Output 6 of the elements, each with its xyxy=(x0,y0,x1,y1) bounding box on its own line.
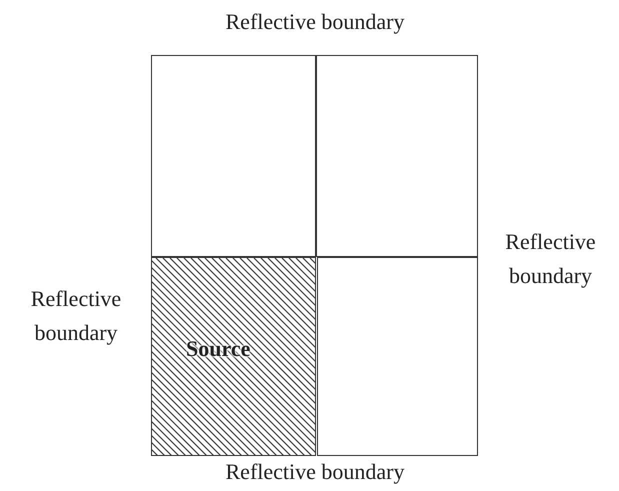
boundary-label: Reflective boundary xyxy=(224,8,406,36)
grid-cell xyxy=(151,55,316,257)
grid-cell xyxy=(316,55,478,257)
boundary-label: Reflective boundary xyxy=(504,228,597,290)
boundary-label: Reflective boundary xyxy=(224,458,406,486)
boundary-label: Reflective boundary xyxy=(30,285,122,348)
